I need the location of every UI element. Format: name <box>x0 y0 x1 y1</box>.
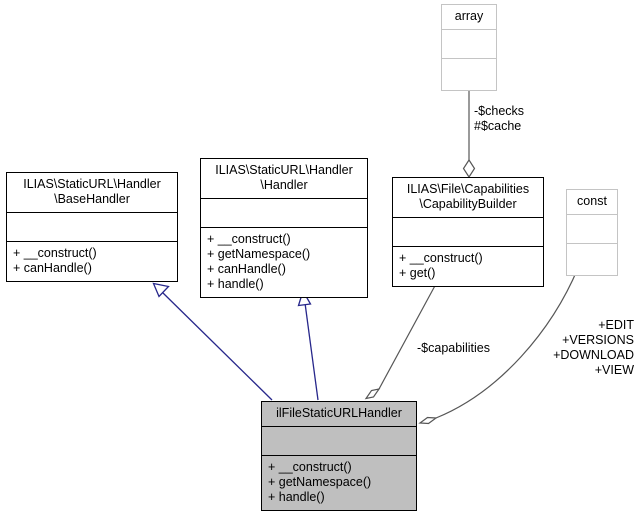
operation-item: + canHandle() <box>207 262 286 276</box>
class-attributes-handler <box>201 199 367 227</box>
edge-label-capabilities: -$capabilities <box>417 341 490 355</box>
class-separator <box>7 241 177 242</box>
operation-item: + __construct() <box>207 232 291 246</box>
class-box-il-file-static-url-handler[interactable]: ilFileStaticURLHandler + __construct() +… <box>261 401 417 511</box>
operation-item: + getNamespace() <box>207 247 311 261</box>
class-separator <box>201 227 367 228</box>
class-separator <box>7 212 177 213</box>
edge-const-to-ilfilestaticurlhandler <box>418 267 579 425</box>
class-separator <box>201 198 367 199</box>
operation-item: + get() <box>399 266 436 280</box>
class-name-base-handler: ILIAS\StaticURL\Handler \BaseHandler <box>23 177 161 206</box>
class-name-capability-builder: ILIAS\File\Capabilities \CapabilityBuild… <box>406 182 530 211</box>
class-operations-capability-builder: + __construct() + get() <box>393 247 543 286</box>
class-name-array: array <box>454 9 484 23</box>
edge-ilfilestaticurlhandler-to-basehandler <box>152 282 273 401</box>
operation-item: + getNamespace() <box>268 475 372 489</box>
class-separator <box>442 58 496 59</box>
edge-array-to-capabilitybuilder <box>462 80 476 179</box>
edge-ilfilestaticurlhandler-to-handler <box>297 289 319 401</box>
class-attributes-const <box>567 215 617 243</box>
edge-capabilitybuilder-to-ilfilestaticurlhandler <box>364 281 438 400</box>
class-attributes-capability-builder <box>393 218 543 246</box>
class-box-base-handler[interactable]: ILIAS\StaticURL\Handler \BaseHandler + _… <box>6 172 178 282</box>
operation-item: + __construct() <box>13 246 97 260</box>
class-operations-il-file-static-url-handler: + __construct() + getNamespace() + handl… <box>262 456 416 510</box>
class-operations-const <box>567 244 617 275</box>
class-attributes-base-handler <box>7 213 177 241</box>
edge-label-const-constants: +EDIT +VERSIONS +DOWNLOAD +VIEW <box>553 318 634 377</box>
class-name-il-file-static-url-handler: ilFileStaticURLHandler <box>276 406 402 420</box>
class-operations-handler: + __construct() + getNamespace() + canHa… <box>201 228 367 297</box>
class-separator <box>442 29 496 30</box>
class-name-const: const <box>577 194 607 208</box>
class-separator <box>567 214 617 215</box>
operation-item: + __construct() <box>399 251 483 265</box>
class-separator <box>262 426 416 427</box>
operation-item: + handle() <box>268 490 325 504</box>
class-attributes-array <box>442 30 496 58</box>
edge-label-checks-cache: -$checks #$cache <box>474 104 525 133</box>
class-box-array[interactable]: array <box>441 4 497 91</box>
class-separator <box>262 455 416 456</box>
class-box-handler[interactable]: ILIAS\StaticURL\Handler \Handler + __con… <box>200 158 368 298</box>
operation-item: + __construct() <box>268 460 352 474</box>
class-separator <box>393 217 543 218</box>
class-operations-base-handler: + __construct() + canHandle() <box>7 242 177 281</box>
operation-item: + canHandle() <box>13 261 92 275</box>
class-separator <box>393 246 543 247</box>
class-attributes-il-file-static-url-handler <box>262 427 416 455</box>
class-operations-array <box>442 59 496 90</box>
class-separator <box>567 243 617 244</box>
class-name-handler: ILIAS\StaticURL\Handler \Handler <box>215 163 353 192</box>
class-box-capability-builder[interactable]: ILIAS\File\Capabilities \CapabilityBuild… <box>392 177 544 287</box>
operation-item: + handle() <box>207 277 264 291</box>
class-box-const[interactable]: const <box>566 189 618 276</box>
